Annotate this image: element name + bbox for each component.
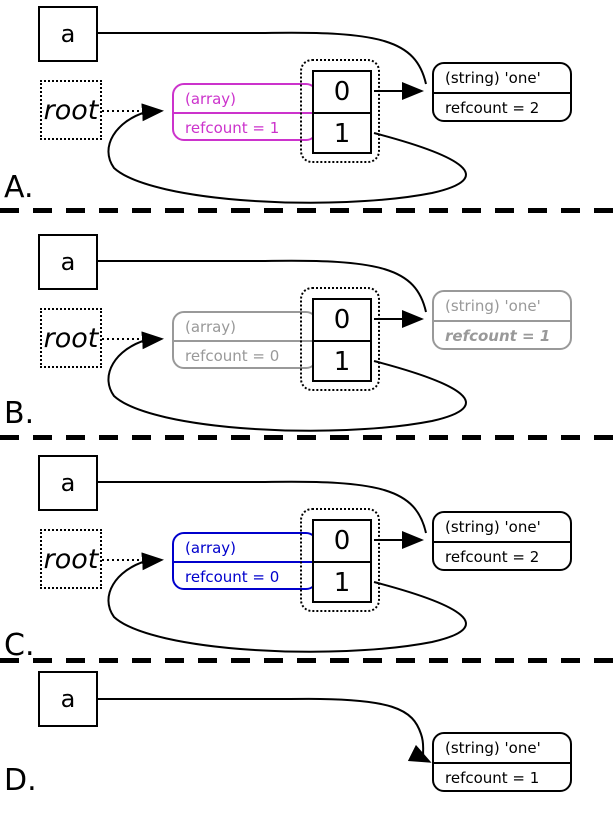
panel-label-d: D. bbox=[4, 763, 37, 798]
root-label: root bbox=[43, 94, 99, 126]
array-object-box: (array) refcount = 0 bbox=[172, 532, 318, 590]
variable-box-a: a bbox=[38, 671, 98, 727]
string-type-label: (string) 'one' bbox=[434, 513, 570, 543]
root-box: root bbox=[40, 80, 102, 140]
array-cell-1: 1 bbox=[333, 119, 351, 149]
string-object-box: (string) 'one' refcount = 2 bbox=[432, 62, 572, 122]
panel-separator bbox=[0, 435, 614, 440]
string-refcount-label: refcount = 1 bbox=[445, 327, 551, 345]
variable-label: a bbox=[60, 469, 76, 497]
variable-label: a bbox=[60, 685, 76, 713]
variable-box-a: a bbox=[38, 234, 98, 290]
array-cell-1: 1 bbox=[333, 568, 351, 598]
string-type-label: (string) 'one' bbox=[434, 64, 570, 94]
root-box: root bbox=[40, 308, 102, 368]
array-refcount-label: refcount = 0 bbox=[185, 567, 280, 586]
array-cell-0: 0 bbox=[314, 300, 370, 342]
panel-label-c: C. bbox=[4, 628, 35, 663]
root-box: root bbox=[40, 529, 102, 589]
array-object-box: (array) refcount = 1 bbox=[172, 83, 318, 141]
string-refcount-label: refcount = 2 bbox=[445, 548, 540, 566]
string-refcount-label: refcount = 1 bbox=[445, 769, 540, 787]
panel-label-a: A. bbox=[4, 170, 34, 205]
array-type-label: (array) bbox=[174, 85, 316, 114]
panel-separator bbox=[0, 658, 614, 663]
array-object-box: (array) refcount = 0 bbox=[172, 311, 318, 369]
string-object-box: (string) 'one' refcount = 1 bbox=[432, 732, 572, 792]
variable-box-a: a bbox=[38, 455, 98, 511]
root-label: root bbox=[43, 322, 99, 354]
array-cell-0: 0 bbox=[314, 72, 370, 114]
string-object-box: (string) 'one' refcount = 1 bbox=[432, 290, 572, 350]
array-cell-1: 1 bbox=[333, 347, 351, 377]
array-cells-box: 0 1 bbox=[312, 519, 372, 603]
panel-separator bbox=[0, 208, 614, 213]
panel-label-b: B. bbox=[4, 396, 35, 431]
array-type-label: (array) bbox=[174, 313, 316, 342]
string-object-box: (string) 'one' refcount = 2 bbox=[432, 511, 572, 571]
array-type-label: (array) bbox=[174, 534, 316, 563]
array-refcount-label: refcount = 0 bbox=[185, 346, 280, 365]
variable-label: a bbox=[60, 248, 76, 276]
variable-box-a: a bbox=[38, 6, 98, 62]
string-type-label: (string) 'one' bbox=[434, 734, 570, 764]
array-cells-box: 0 1 bbox=[312, 298, 372, 382]
array-cell-0: 0 bbox=[314, 521, 370, 563]
array-cells-box: 0 1 bbox=[312, 70, 372, 154]
root-label: root bbox=[43, 543, 99, 575]
variable-label: a bbox=[60, 20, 76, 48]
array-refcount-label: refcount = 1 bbox=[185, 118, 280, 137]
string-refcount-label: refcount = 2 bbox=[445, 99, 540, 117]
arrow-a-to-string bbox=[98, 697, 432, 763]
string-type-label: (string) 'one' bbox=[434, 292, 570, 322]
